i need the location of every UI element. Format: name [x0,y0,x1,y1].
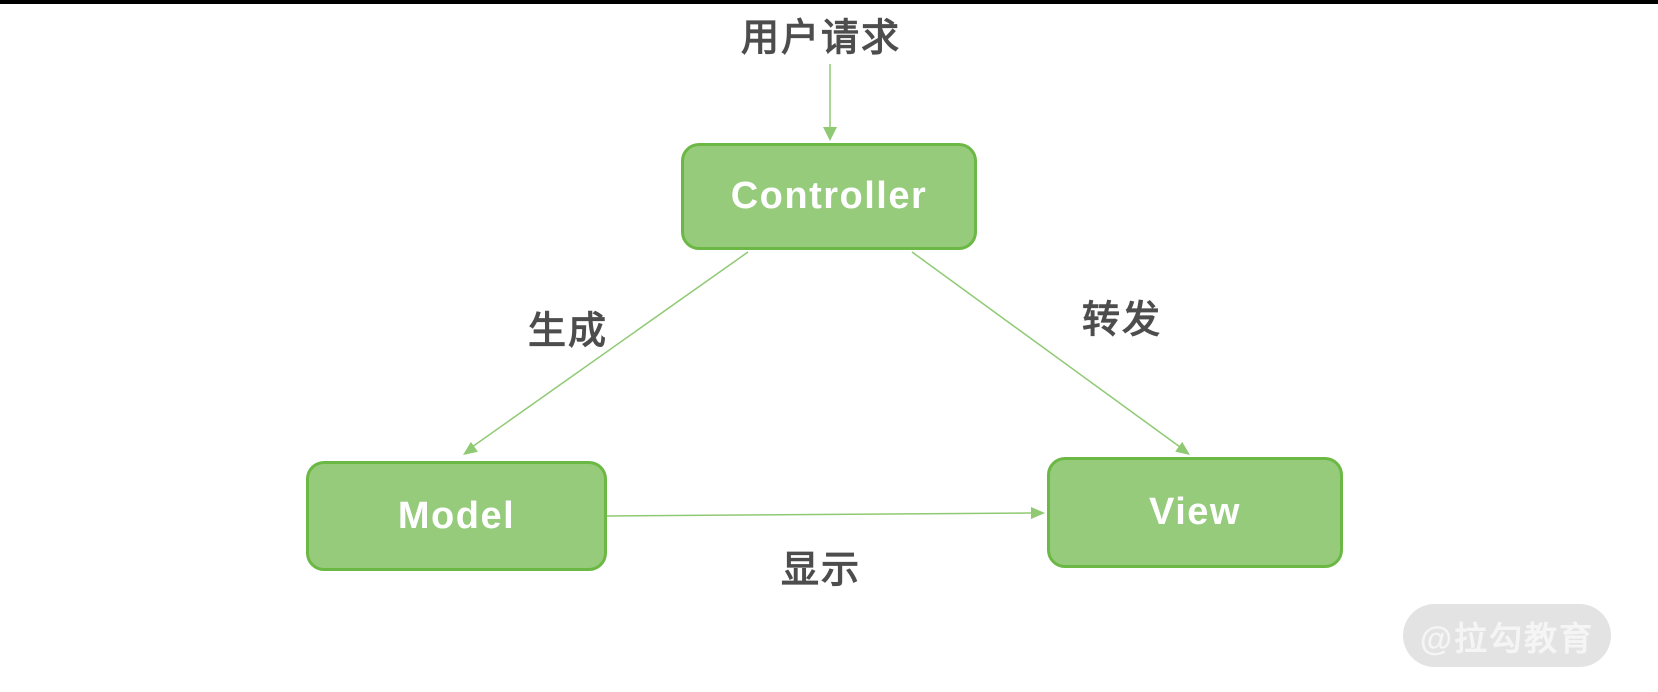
node-controller: Controller [681,143,977,250]
arrowhead-downright-icon [1175,441,1190,455]
edge-label-user-request: 用户请求 [740,17,902,60]
arrowhead-right-icon [1031,507,1045,519]
edge-label-generate: 生成 [527,310,609,353]
watermark-text: @拉勾教育 [1419,619,1595,657]
node-model: Model [306,461,607,571]
top-border-bar [0,0,1658,4]
node-controller-label: Controller [730,175,928,217]
arrow-user-to-controller [823,64,837,141]
edge-label-forward: 转发 [1081,299,1163,342]
arrowhead-down-icon [823,127,837,141]
node-view: View [1047,457,1343,568]
edge-label-display: 显示 [780,549,862,592]
arrowhead-downleft-icon [463,441,478,455]
node-model-label: Model [397,494,516,537]
watermark-badge: @拉勾教育 [1403,604,1611,667]
arrow-controller-to-view [911,251,1190,455]
node-view-label: View [1149,491,1241,533]
arrow-model-to-view [606,507,1045,519]
